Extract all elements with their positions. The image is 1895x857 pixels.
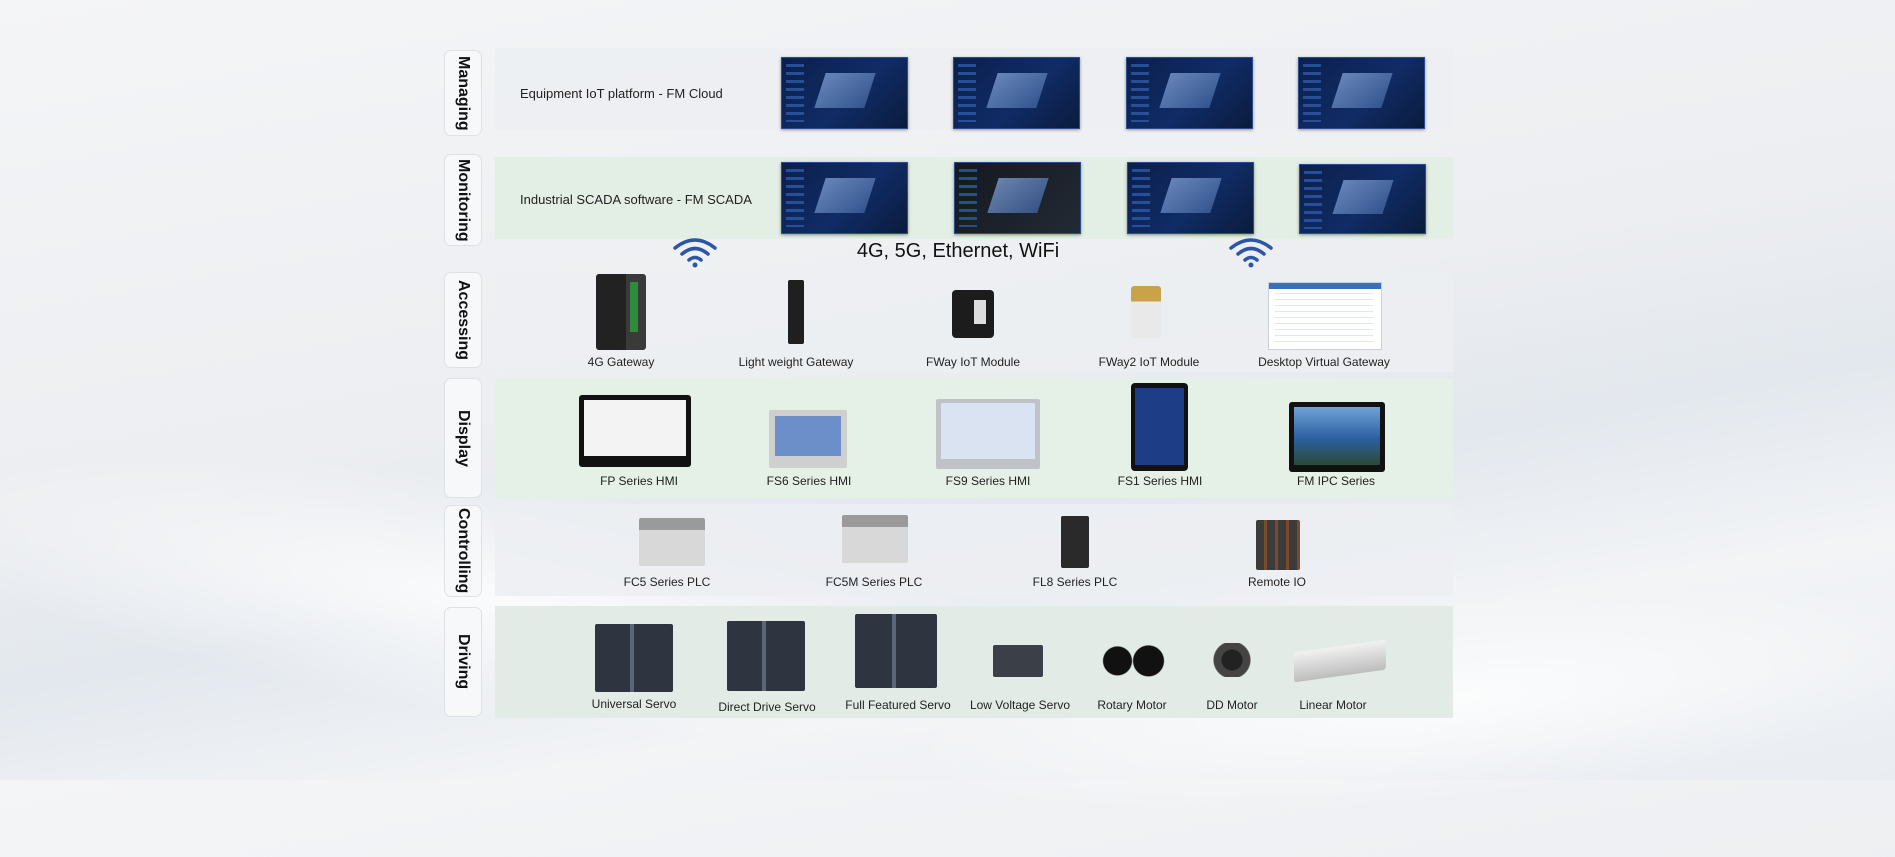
scada-screenshot xyxy=(781,162,908,234)
fway2-iot-module-device xyxy=(1131,286,1161,338)
device-label: Universal Servo xyxy=(591,697,677,711)
cloud-dashboard-screenshot xyxy=(953,57,1080,129)
low-voltage-servo-device xyxy=(993,645,1043,677)
ipc-screen xyxy=(1289,402,1385,472)
wifi-icon xyxy=(673,238,717,268)
managing-title: Equipment IoT platform - FM Cloud xyxy=(520,86,723,101)
hmi-screen xyxy=(769,410,847,468)
servo-drive-device xyxy=(855,614,937,688)
servo-drive-device xyxy=(727,621,805,691)
monitoring-title: Industrial SCADA software - FM SCADA xyxy=(520,192,752,207)
tier-tag-managing: Managing xyxy=(444,50,482,136)
device-label: Desktop Virtual Gateway xyxy=(1258,355,1390,369)
hmi-screen xyxy=(579,395,691,467)
device-label: FS9 Series HMI xyxy=(945,474,1031,488)
device-label: Linear Motor xyxy=(1299,698,1367,712)
desktop-gateway-window xyxy=(1268,282,1382,350)
dd-motor-device xyxy=(1207,643,1257,677)
device-label: FL8 Series PLC xyxy=(1032,575,1118,589)
scada-screenshot xyxy=(954,162,1081,234)
cloud-dashboard-screenshot xyxy=(781,57,908,129)
rotary-motor-device xyxy=(1101,640,1167,678)
scada-screenshot xyxy=(1299,164,1426,234)
device-label: Full Featured Servo xyxy=(845,698,951,712)
device-label: Light weight Gateway xyxy=(738,355,854,369)
cloud-dashboard-screenshot xyxy=(1298,57,1425,129)
wifi-icon xyxy=(1229,238,1273,268)
tier-tag-display: Display xyxy=(444,378,482,498)
device-label: Rotary Motor xyxy=(1097,698,1167,712)
light-gateway-device xyxy=(788,280,804,344)
device-label: FS1 Series HMI xyxy=(1117,474,1203,488)
remote-io-device xyxy=(1256,520,1300,570)
device-label: Low Voltage Servo xyxy=(969,698,1071,712)
cloud-dashboard-screenshot xyxy=(1126,57,1253,129)
tier-tag-accessing: Accessing xyxy=(444,272,482,368)
device-label: Remote IO xyxy=(1247,575,1307,589)
fway-iot-module-device xyxy=(952,290,994,338)
4g-gateway-device xyxy=(596,274,646,350)
device-label: FWay2 IoT Module xyxy=(1098,355,1200,369)
tier-tag-driving: Driving xyxy=(444,607,482,717)
device-label: FC5M Series PLC xyxy=(825,575,923,589)
tier-tag-monitoring: Monitoring xyxy=(444,154,482,246)
hmi-screen xyxy=(936,399,1040,469)
plc-device xyxy=(639,518,705,566)
tier-tag-controlling: Controlling xyxy=(444,505,482,597)
device-label: FC5 Series PLC xyxy=(623,575,711,589)
servo-drive-device xyxy=(595,624,673,692)
device-label: FS6 Series HMI xyxy=(766,474,852,488)
network-label: 4G, 5G, Ethernet, WiFi xyxy=(856,240,1060,262)
device-label: FP Series HMI xyxy=(600,474,678,488)
scada-screenshot xyxy=(1127,162,1254,234)
device-label: 4G Gateway xyxy=(587,355,655,369)
device-label: FWay IoT Module xyxy=(925,355,1021,369)
hmi-tablet xyxy=(1131,383,1188,471)
plc-device xyxy=(842,515,908,563)
device-label: DD Motor xyxy=(1206,698,1258,712)
device-label: FM IPC Series xyxy=(1296,474,1376,488)
plc-device xyxy=(1061,516,1089,568)
device-label: Direct Drive Servo xyxy=(718,700,816,714)
